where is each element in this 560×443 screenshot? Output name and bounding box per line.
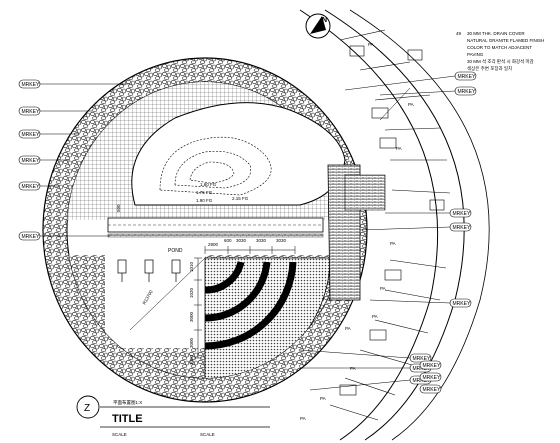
cross-dimension-label: 500: [116, 204, 121, 212]
drawing-title: TITLE: [112, 413, 143, 425]
right-tag-frame: [454, 86, 477, 96]
mound-level-labels: 1.60 FG 1.75 FG 1.90 FG 2.15 FG: [196, 182, 249, 203]
right-tag-frame: [449, 222, 472, 232]
scale-label-2: SCALE: [200, 432, 215, 437]
right-tag: MRKEY: [413, 366, 431, 372]
section-letter: Z: [84, 403, 90, 414]
left-tag-frame: [18, 231, 41, 241]
right-tag: MRKEY: [458, 74, 476, 80]
pa-label: PA: [396, 146, 402, 151]
left-tag-frame: [18, 181, 41, 191]
left-tag: MRKEY: [22, 132, 40, 138]
pa-label: PA: [320, 396, 326, 401]
bottom-callout-tags: MRKEY MRKEY MRKEY: [419, 360, 442, 394]
right-tag: MRKEY: [453, 301, 471, 307]
leader-lines: [40, 75, 456, 391]
svg-text:49: 49: [456, 31, 462, 36]
mound-level: 2.15 FG: [232, 196, 249, 201]
pa-label: PA: [300, 416, 306, 421]
right-tag-frame: [449, 208, 472, 218]
mound-level: 1.90 FG: [196, 198, 213, 203]
dimension-top: 3030: [276, 238, 287, 243]
svg-text:NATURAL GRANITE FLAMED FINISH: NATURAL GRANITE FLAMED FINISH: [467, 38, 544, 43]
walkway-band: [107, 217, 324, 238]
scale-label-1: SCALE: [112, 432, 127, 437]
svg-text:색상은 주변 포장과 일치: 색상은 주변 포장과 일치: [467, 65, 512, 72]
amphitheater-steps: [204, 261, 297, 350]
left-tag: MRKEY: [22, 158, 40, 164]
spec-note: 49 30 MM THK. DRAIN COVER NATURAL GRANIT…: [456, 31, 544, 72]
bottom-tag: MRKEY: [423, 363, 441, 369]
left-tag: MRKEY: [22, 82, 40, 88]
left-tag-frame: [18, 106, 41, 116]
deck: [327, 164, 386, 301]
pa-label: PA: [372, 314, 378, 319]
dimension-side: 3000: [189, 337, 194, 348]
right-tag: MRKEY: [458, 89, 476, 95]
mound-level: 1.75 FG: [196, 190, 213, 195]
drawing-subtitle: 平面布置图1:X: [113, 399, 142, 406]
north-arrow: N: [305, 13, 331, 39]
svg-text:PAVING: PAVING: [467, 52, 484, 57]
pa-label: PA: [345, 326, 351, 331]
dimension-top: 3030: [256, 238, 267, 243]
dimension-top: 3030: [236, 238, 247, 243]
svg-text:30 MM 석 조각 판석 시 화강석 마감: 30 MM 석 조각 판석 시 화강석 마감: [467, 58, 534, 65]
left-tag: MRKEY: [22, 184, 40, 190]
bottom-tag-frame: [419, 384, 442, 394]
left-tag: MRKEY: [22, 234, 40, 240]
bottom-tag: MRKEY: [423, 387, 441, 393]
bottom-tag-frame: [419, 372, 442, 382]
dimension-top: 600: [224, 238, 232, 243]
dimension-top: 2900: [208, 242, 219, 247]
left-tag-frame: [18, 155, 41, 165]
dimension-side: 3000: [189, 311, 194, 322]
pa-label: PA: [350, 366, 356, 371]
mound-level: 1.60 FG: [200, 182, 217, 187]
pa-labels: PA PA PA PA PA PA PA PA PA PA: [300, 42, 414, 421]
title-block: Z 平面布置图1:X TITLE SCALE SCALE: [76, 395, 270, 437]
right-tag: MRKEY: [453, 211, 471, 217]
pa-label: PA: [408, 102, 414, 107]
pa-label: PA: [390, 241, 396, 246]
pa-label: PA: [380, 286, 386, 291]
left-tag-frame: [18, 79, 41, 89]
dimension-side: 1020: [189, 287, 194, 298]
pond-label: POND: [168, 248, 183, 254]
right-tag: MRKEY: [453, 225, 471, 231]
pa-label: PA: [368, 42, 374, 47]
building-strip: [299, 9, 490, 441]
svg-text:COLOR TO MATCH ADJACENT: COLOR TO MATCH ADJACENT: [467, 45, 532, 50]
left-tag-frame: [18, 129, 41, 139]
right-tag: MRKEY: [413, 378, 431, 384]
dimension-side: 1010: [189, 261, 194, 272]
bottom-tag-frame: [419, 360, 442, 370]
right-tag-frame: [449, 298, 472, 308]
right-tag-frame: [409, 353, 432, 363]
right-tag: MRKEY: [413, 356, 431, 362]
svg-text:30 MM THK. DRAIN COVER: 30 MM THK. DRAIN COVER: [467, 31, 525, 36]
bottom-tag: MRKEY: [423, 375, 441, 381]
right-tag-frame: [454, 71, 477, 81]
pond-markers: [117, 259, 181, 282]
dimension-side: 3000: [189, 354, 194, 365]
north-arrow-letter: N: [322, 17, 327, 24]
left-callout-tags: MRKEY MRKEY MRKEY MRKEY MRKEY MRKEY: [18, 79, 41, 241]
dimension-lines: [129, 246, 296, 359]
dimension-labels: 2900 600 3030 3030 3030 1010 1020 3000 3000 3000: [189, 238, 287, 365]
left-tag: MRKEY: [22, 109, 40, 115]
